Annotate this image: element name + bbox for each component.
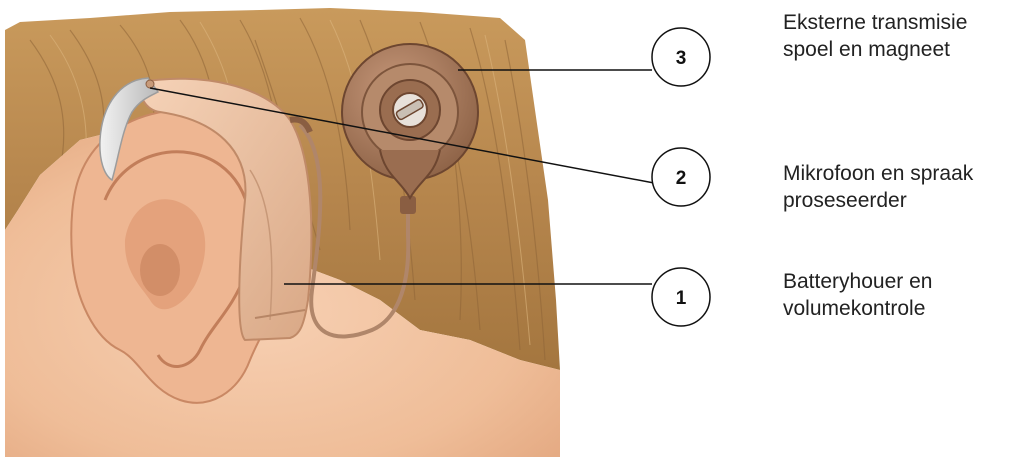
callout-marker-3: 3 <box>652 28 710 86</box>
callout-label-1-line1: Batteryhouer en <box>783 268 932 295</box>
callout-label-2-line1: Mikrofoon en spraak <box>783 160 973 187</box>
callout-marker-1: 1 <box>652 268 710 326</box>
callout-label-1-line2: volumekontrole <box>783 295 932 322</box>
callout-label-2: Mikrofoon en spraak proseseerder <box>783 160 973 214</box>
callout-label-3-line1: Eksterne transmisie <box>783 9 967 36</box>
callout-label-3-line2: spoel en magneet <box>783 36 967 63</box>
callout-label-3: Eksterne transmisie spoel en magneet <box>783 9 967 63</box>
callout-number-3: 3 <box>676 48 687 69</box>
callout-number-1: 1 <box>676 288 687 309</box>
callout-label-2-line2: proseseerder <box>783 187 973 214</box>
callout-label-1: Batteryhouer en volumekontrole <box>783 268 932 322</box>
callout-number-2: 2 <box>676 168 687 189</box>
callout-marker-2: 2 <box>652 148 710 206</box>
